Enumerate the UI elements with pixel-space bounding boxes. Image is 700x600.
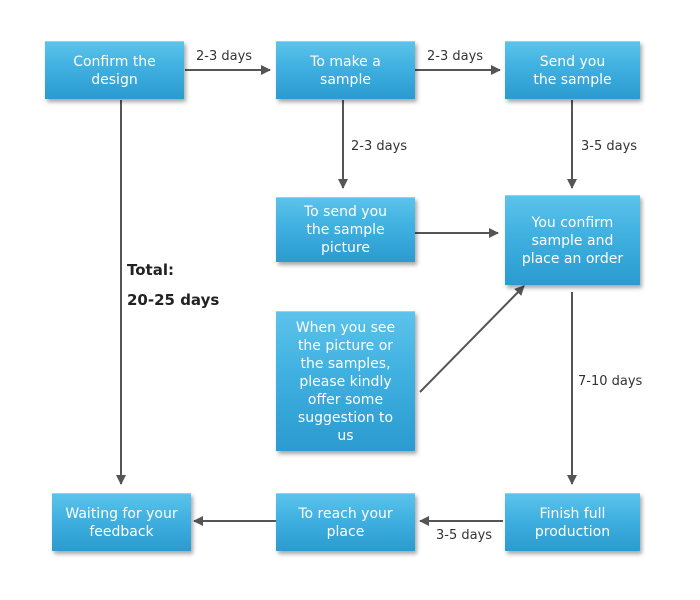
box-make-sample: To make a sample [276, 41, 415, 99]
total-label: Total: [127, 261, 174, 279]
label-confirm-to-production: 7-10 days [578, 374, 643, 389]
box-confirm-design: Confirm the design [45, 41, 184, 99]
box-send-sample: Send you the sample [505, 41, 640, 99]
label-design-to-sample: 2-3 days [196, 49, 253, 64]
total-duration: Total: 20-25 days [127, 255, 219, 315]
label-production-to-reach: 3-5 days [436, 528, 493, 543]
box-suggestion: When you see the picture or the samples,… [276, 311, 415, 451]
total-value: 20-25 days [127, 291, 220, 309]
box-reach-place: To reach your place [276, 493, 415, 551]
label-send-to-confirm: 3-5 days [581, 139, 638, 154]
box-send-picture: To send you the sample picture [276, 197, 415, 262]
arrow-suggestion-to-confirm [419, 285, 525, 393]
box-confirm-order: You confirm sample and place an order [505, 195, 640, 285]
box-waiting-feedback: Waiting for your feedback [52, 493, 191, 551]
label-sample-to-send: 2-3 days [427, 49, 484, 64]
box-finish-production: Finish full production [505, 493, 640, 551]
label-sample-to-picture: 2-3 days [351, 139, 408, 154]
